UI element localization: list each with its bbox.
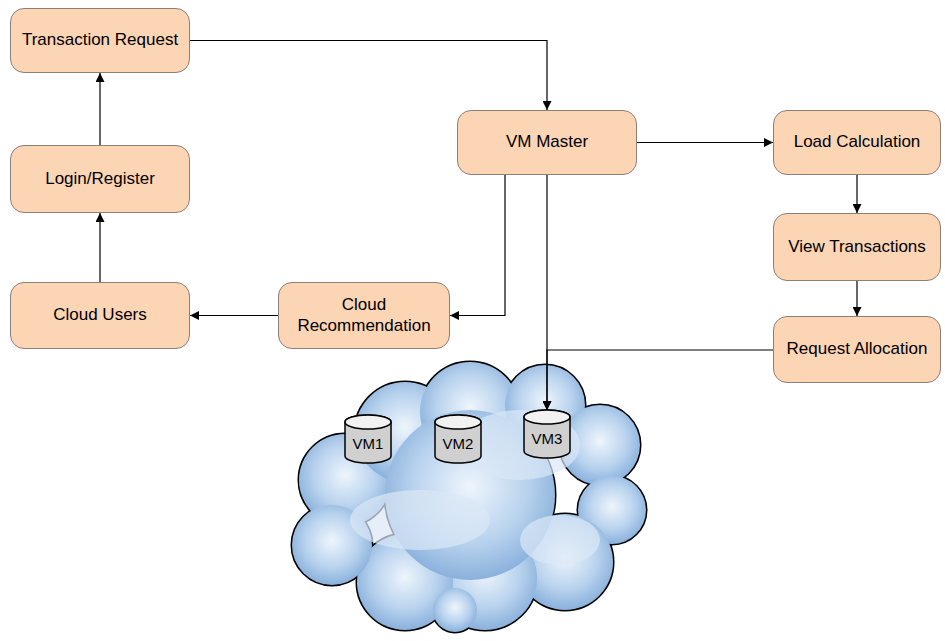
cylinder-top: [435, 415, 481, 429]
flow-arrow: [856, 281, 857, 316]
node-label: View Transactions: [788, 237, 926, 257]
process-box: VM Master: [457, 110, 637, 175]
flow-arrow: [99, 73, 100, 145]
node-label: VM2: [443, 435, 474, 452]
flow-arrow: [99, 213, 100, 282]
node-label: Load Calculation: [794, 132, 921, 152]
node-label: VM3: [532, 430, 563, 447]
cloud-outline: [292, 362, 646, 632]
node-label: Login/Register: [45, 169, 155, 189]
node-label: VM Master: [506, 132, 588, 152]
process-box: Cloud Recommendation: [278, 282, 450, 349]
flow-arrow: [190, 41, 547, 111]
process-box: Request Allocation: [773, 316, 941, 383]
vm-cylinder: VM2: [434, 415, 482, 463]
process-box: Load Calculation: [773, 110, 941, 175]
cloud-lobe: [433, 588, 477, 632]
cylinder-body: [345, 415, 391, 463]
node-label: Request Allocation: [787, 339, 928, 359]
flow-arrow: [547, 350, 773, 410]
flow-arrow: [450, 175, 505, 316]
vm-cylinder: VM1: [344, 415, 392, 463]
vm-cylinder: VM3: [523, 410, 571, 458]
cylinder-top: [524, 410, 570, 424]
cloud-fill: [292, 362, 646, 632]
process-box: Login/Register: [10, 145, 190, 213]
cylinder-body: [524, 410, 570, 458]
flow-arrow: [637, 142, 773, 143]
cloud-lobe-fill: [433, 588, 477, 632]
node-label: VM1: [353, 435, 384, 452]
flow-arrow: [190, 315, 278, 316]
node-label: Cloud Recommendation: [287, 295, 441, 336]
node-label: Cloud Users: [53, 305, 147, 325]
process-box: View Transactions: [773, 213, 941, 281]
flow-arrow: [856, 175, 857, 213]
node-label: Transaction Request: [22, 30, 178, 50]
process-box: Cloud Users: [10, 282, 190, 349]
cylinder-top: [345, 415, 391, 429]
cylinder-body: [435, 415, 481, 463]
process-box: Transaction Request: [10, 8, 190, 73]
